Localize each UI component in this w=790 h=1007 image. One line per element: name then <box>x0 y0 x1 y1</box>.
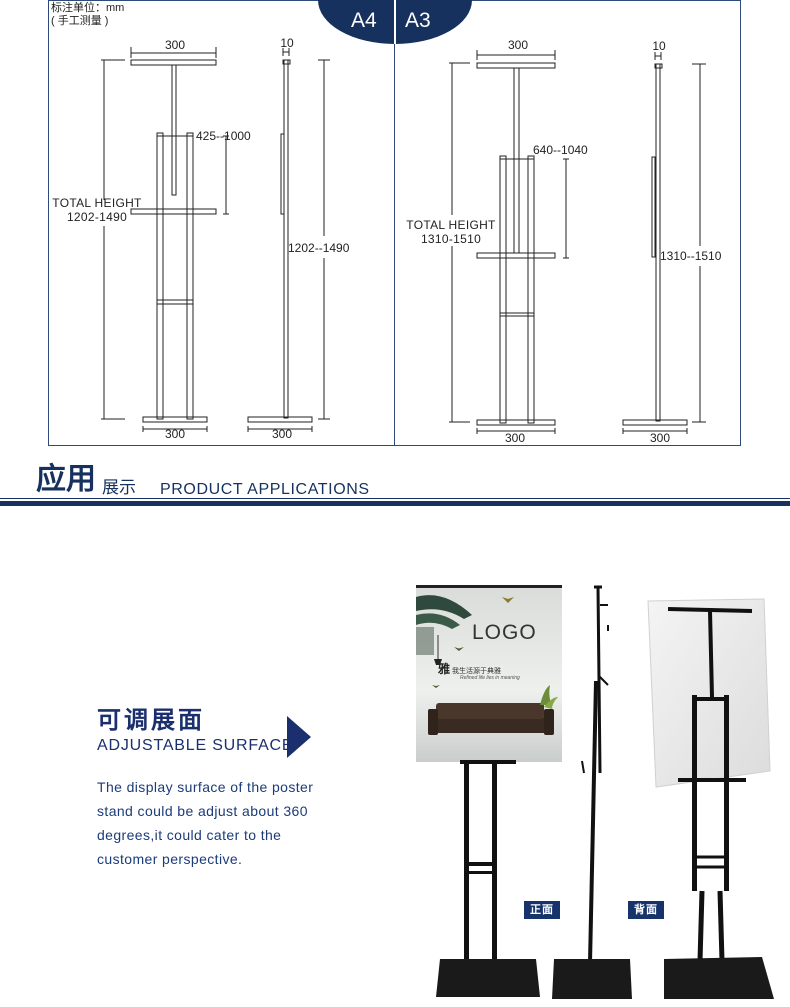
feature-description: The display surface of the poster stand … <box>97 779 314 867</box>
front-stand <box>416 585 562 997</box>
section-title-big: 应用 <box>36 463 96 496</box>
a4-side-stand <box>247 48 330 432</box>
a4-total-value: 1202-1490 <box>66 210 128 224</box>
a3-total-label: TOTAL HEIGHT <box>406 218 496 232</box>
unit-note-line1: 标注单位：mm <box>51 2 125 14</box>
a4-total-height: TOTAL HEIGHT 1202-1490 <box>48 196 146 224</box>
a3-front-stand <box>449 50 569 434</box>
feature-block: 可调展面 ADJUSTABLE SURFACE The display surf… <box>97 706 367 871</box>
poster-slogan-en: Refined life lies in meaning <box>460 675 520 681</box>
section-title-small: 展示 <box>102 478 136 497</box>
a3-side-base-width: 300 <box>649 431 671 445</box>
tab-a4: A4 <box>351 9 377 32</box>
section-title-en: PRODUCT APPLICATIONS <box>160 481 370 498</box>
back-view-tag: 背面 <box>628 901 664 919</box>
a3-top-width: 300 <box>507 38 529 52</box>
a3-side-height: 1310--1510 <box>660 249 722 263</box>
poster-logo: LOGO <box>472 621 537 644</box>
poster-slogan-text: 我生活源于典雅 <box>452 668 502 675</box>
poster-slogan-char: 雅 <box>438 662 451 676</box>
dimension-drawing <box>48 0 741 446</box>
side-stand <box>552 585 632 999</box>
a4-side-thickness: 10 <box>280 36 294 50</box>
a3-side-stand <box>622 52 706 434</box>
a3-side-thickness: 10 <box>652 39 666 53</box>
a3-total-height: TOTAL HEIGHT 1310-1510 <box>400 218 502 246</box>
back-stand <box>647 598 774 999</box>
a4-total-label: TOTAL HEIGHT <box>52 196 142 210</box>
chevron-right-icon <box>287 716 311 758</box>
a4-front-stand <box>101 47 229 432</box>
front-view-tag: 正面 <box>524 901 560 919</box>
a4-adjust-range: 425--1000 <box>196 129 251 143</box>
product-photo: LOGO 雅我生活源于典雅 Refined life lies in meani… <box>394 575 790 1007</box>
header-rule-thick <box>0 501 790 506</box>
a3-base-width: 300 <box>504 431 526 445</box>
a4-side-base-width: 300 <box>271 427 293 441</box>
a4-base-width: 300 <box>164 427 186 441</box>
poster-slogan-cn: 雅我生活源于典雅 <box>438 660 501 677</box>
feature-title-cn: 可调展面 <box>97 707 205 734</box>
feature-title-en: ADJUSTABLE SURFACE <box>97 737 294 754</box>
header-rule-thin <box>0 498 790 499</box>
section-header: 应用 展示 PRODUCT APPLICATIONS <box>0 460 790 510</box>
product-illustration <box>416 585 774 999</box>
a4-top-width: 300 <box>164 38 186 52</box>
tab-a3: A3 <box>405 9 431 32</box>
unit-note-line2: ( 手工测量 ) <box>51 15 109 27</box>
a3-total-value: 1310-1510 <box>420 232 482 246</box>
dimension-panel: 标注单位：mm ( 手工测量 ) A4 A3 300 425--1000 TOT… <box>0 0 790 450</box>
a4-side-height: 1202--1490 <box>288 241 350 255</box>
a3-adjust-range: 640--1040 <box>533 143 588 157</box>
